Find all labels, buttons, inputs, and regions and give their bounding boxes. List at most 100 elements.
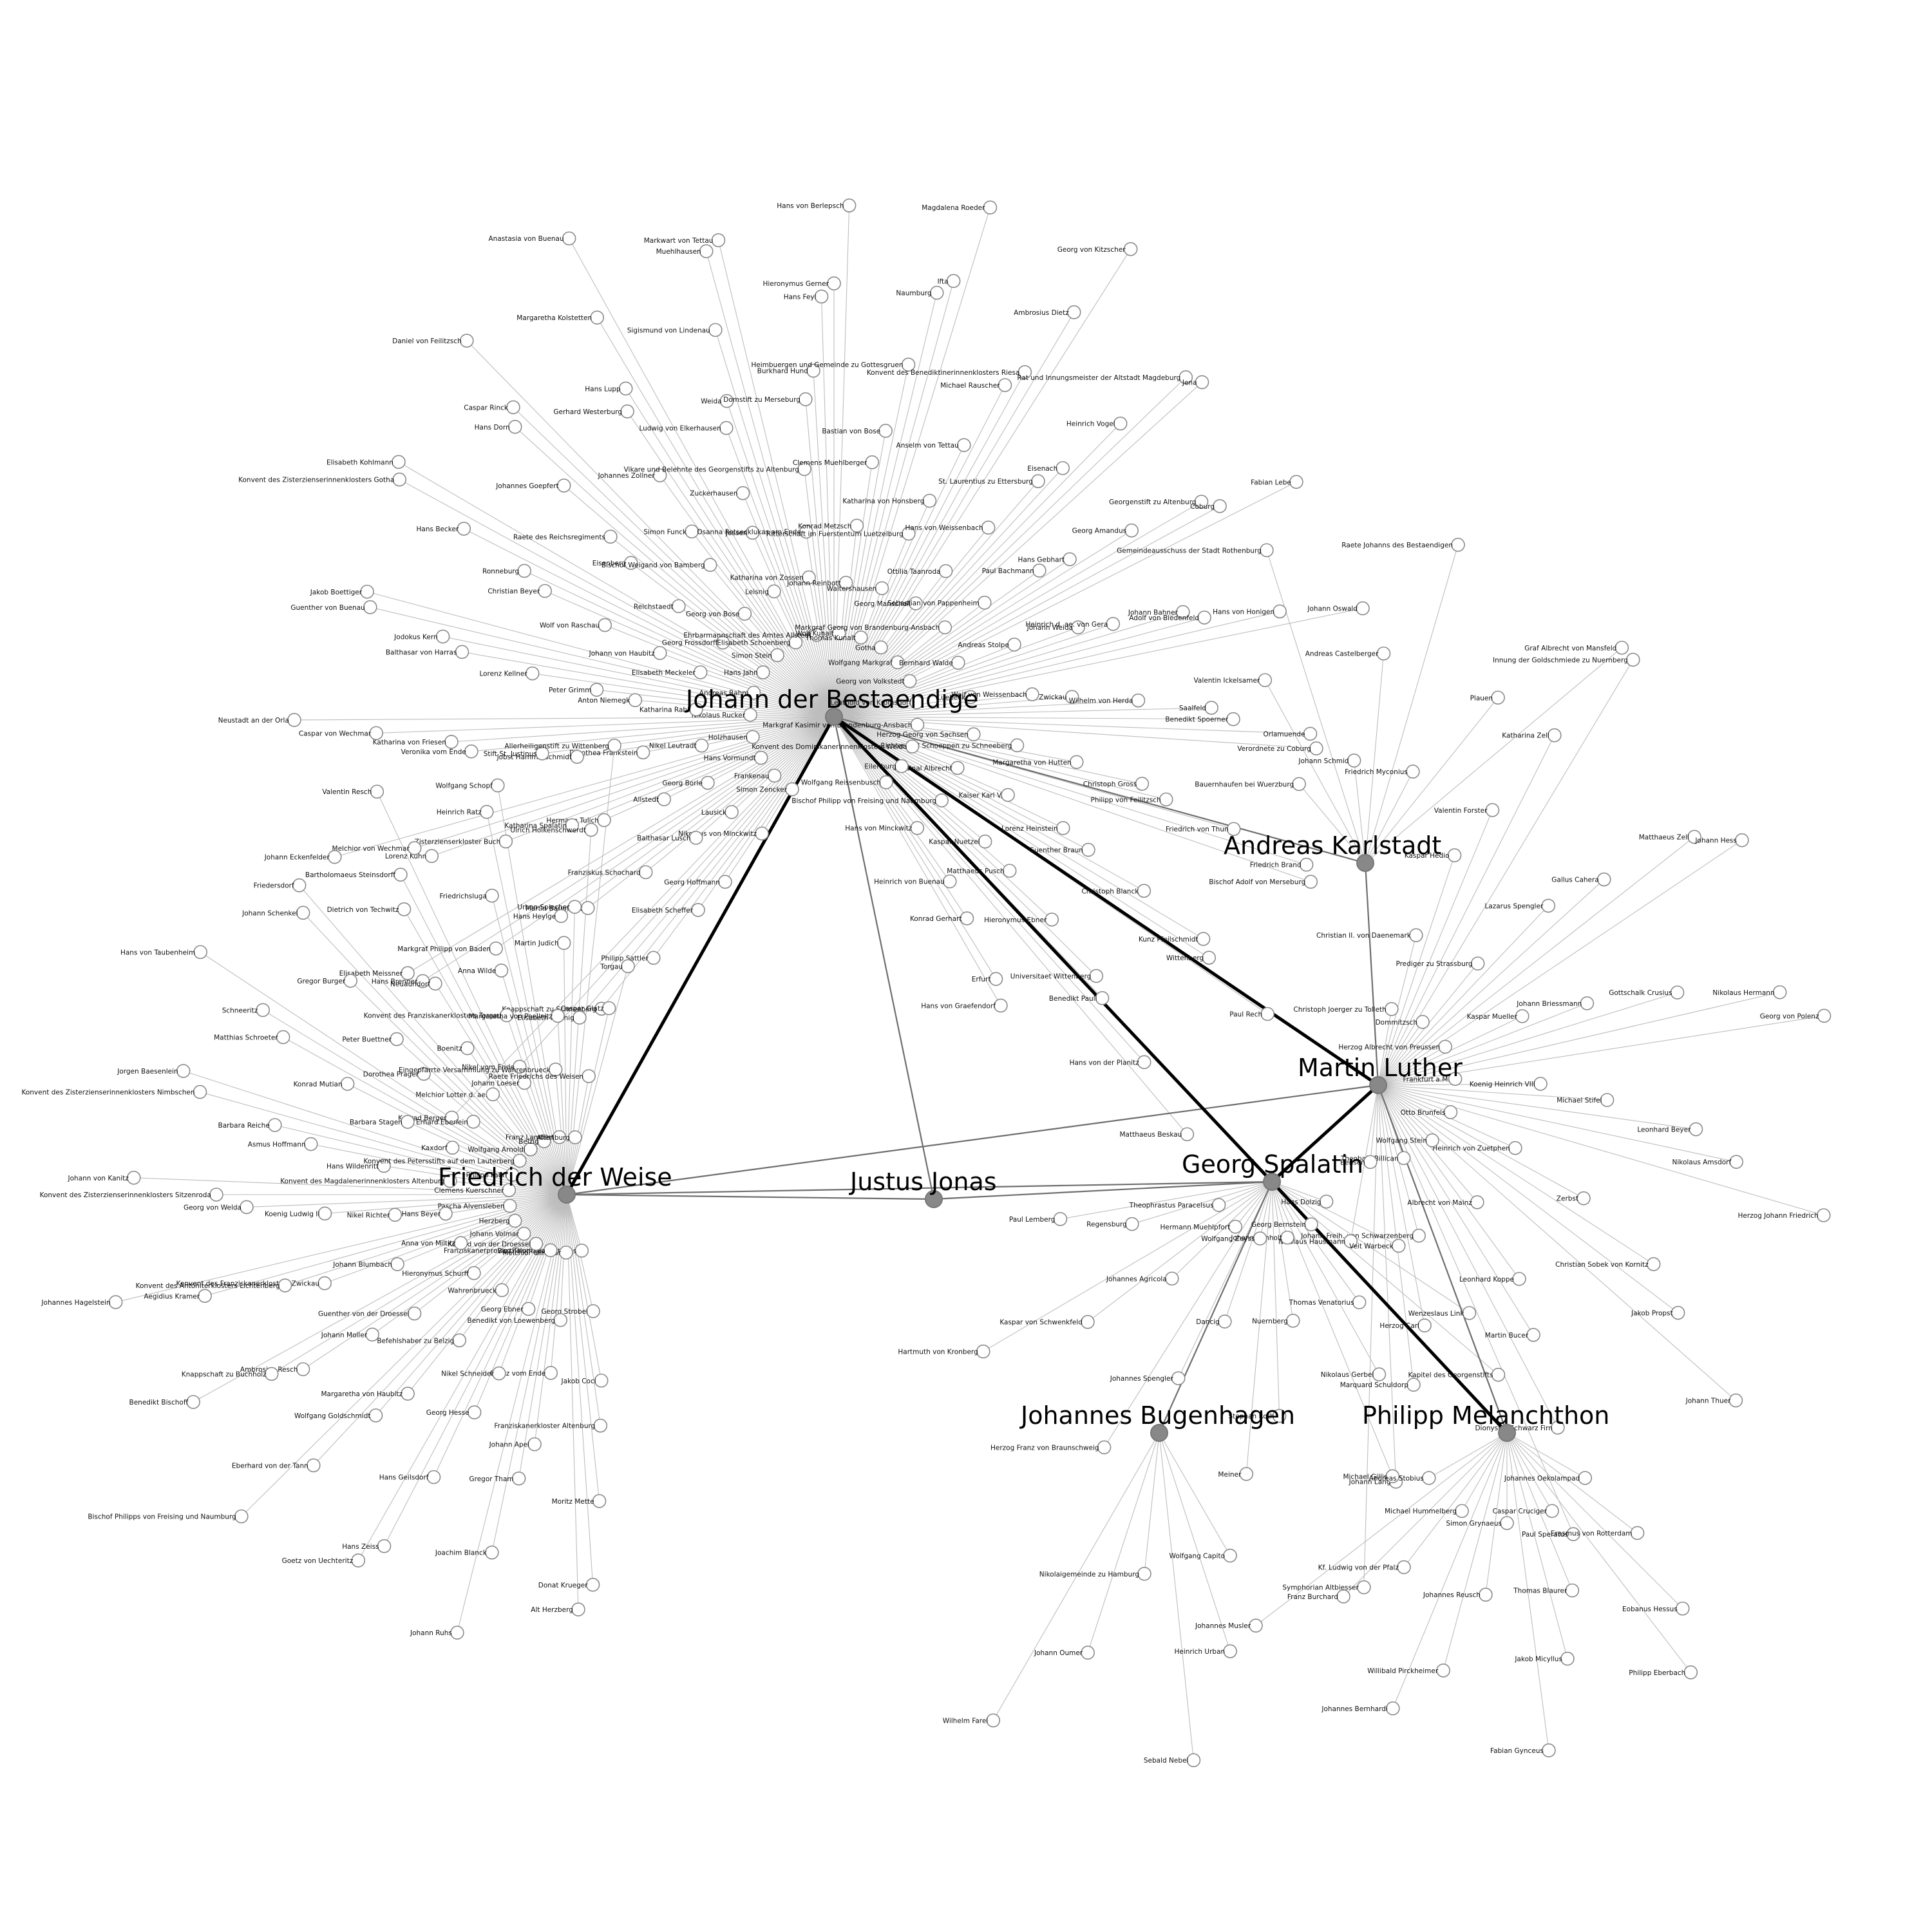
node-ritterschaft-im-fuerstentum-luetzelburg[interactable] — [902, 526, 916, 541]
node-vikare-und-belehnte-des-georgenstifts-zu-altenburg[interactable] — [797, 462, 811, 477]
node-konvent-des-franziskanerklosters-zwickau[interactable] — [317, 1276, 332, 1291]
node-koenig-heinrich-viii[interactable] — [1533, 1077, 1548, 1091]
node-katharina-spalatin[interactable] — [565, 818, 580, 833]
node-sebald-nebel[interactable] — [1186, 1753, 1201, 1768]
node-franziskanerkloster-altenburg[interactable] — [593, 1418, 608, 1433]
node-franziskanerprovinz-thuringia[interactable] — [543, 1243, 558, 1258]
node-johannes-spengler[interactable] — [1171, 1371, 1186, 1385]
node-allstedt[interactable] — [657, 792, 671, 806]
node-johannes-hagelstein[interactable] — [108, 1295, 123, 1309]
node-michael-stifel[interactable] — [1600, 1093, 1615, 1107]
node-kaxdorf[interactable] — [445, 1141, 460, 1155]
node-stift-st-justinus[interactable] — [535, 746, 549, 761]
node-johannes-zollner[interactable] — [652, 468, 667, 482]
node-christian-beyer[interactable] — [538, 583, 552, 598]
node-balthasar-lusch[interactable] — [688, 831, 703, 845]
node-kaspar-von-schwenkfeld[interactable] — [1081, 1314, 1095, 1329]
node-zisterzienserkloster-buch[interactable] — [498, 834, 513, 849]
node-eberhard-von-der-tann[interactable] — [306, 1458, 321, 1473]
node-barbara-reiche[interactable] — [267, 1118, 282, 1132]
node-wilhelm-farel[interactable] — [986, 1713, 1001, 1728]
node-ronneburg[interactable] — [517, 564, 531, 578]
node-goetz-von-uechteritz[interactable] — [351, 1553, 366, 1567]
node-alt-herzberg[interactable] — [571, 1602, 585, 1616]
node-friedrich-von-thun[interactable] — [1226, 822, 1241, 837]
node-johann-apel[interactable] — [527, 1437, 542, 1452]
node-raete-friedrichs-des-weisen[interactable] — [582, 1069, 596, 1083]
node-andreas-stolpe[interactable] — [1007, 638, 1021, 652]
node-konvent-des-magdalenerinnenklosters-altenburg[interactable] — [443, 1173, 457, 1188]
node-martin-baumgart[interactable] — [580, 901, 595, 915]
node-gottschalk-crusius[interactable] — [1670, 985, 1685, 999]
hub-node-jdb[interactable] — [825, 708, 843, 726]
node-regensburg[interactable] — [1125, 1217, 1139, 1231]
node-katharina-von-zossen[interactable] — [802, 570, 816, 585]
node-caspar-glatz[interactable] — [601, 1001, 616, 1016]
node-christian-sobek-von-kornitz[interactable] — [1646, 1257, 1661, 1271]
node-eobanus-hessus[interactable] — [1675, 1601, 1690, 1616]
node-albrecht-von-mainz[interactable] — [1470, 1195, 1484, 1209]
node-caspar-cruciger[interactable] — [1545, 1504, 1559, 1519]
node-andreas-castelberger[interactable] — [1376, 646, 1391, 661]
node-thomas-kunalt[interactable] — [853, 630, 868, 645]
node-wilhelm-von-herda[interactable] — [1131, 693, 1146, 708]
node-lorenz-kellner[interactable] — [525, 666, 540, 681]
node-dancig[interactable] — [1218, 1314, 1232, 1329]
node-belzig[interactable] — [537, 1134, 551, 1148]
node-kapitel-des-georgenstifts[interactable] — [1491, 1367, 1506, 1382]
node-hans-geilsdorf[interactable] — [426, 1470, 441, 1484]
node-hans-von-der-planitz[interactable] — [1137, 1055, 1151, 1070]
node-torgau[interactable] — [621, 959, 635, 974]
node-konrad-berger[interactable] — [444, 1110, 459, 1125]
node-eilenburg[interactable] — [895, 759, 909, 773]
node-johannes-reusch[interactable] — [1479, 1587, 1493, 1602]
node-nikolaigemeinde-zu-hamburg[interactable] — [1137, 1566, 1151, 1581]
node-johann-weida[interactable] — [1071, 620, 1085, 634]
node-katharina-zell[interactable] — [1547, 728, 1562, 743]
node-anton-niemegk[interactable] — [628, 693, 643, 708]
node-nikolaus-rucker[interactable] — [743, 708, 757, 722]
node-matthaeus-zell[interactable] — [1687, 829, 1701, 844]
node-johann-ruhs[interactable] — [450, 1625, 464, 1640]
node-raete-des-reichsregiments[interactable] — [603, 529, 618, 544]
node-friedrich-myconius[interactable] — [1406, 764, 1420, 779]
node-paul-rech[interactable] — [1260, 1007, 1275, 1021]
node-johannes-agricola[interactable] — [1164, 1271, 1179, 1286]
node-kaiser-karl-v[interactable] — [1001, 788, 1015, 802]
node-hieronymus-gerner[interactable] — [827, 276, 841, 290]
node-nikel-vom-ende[interactable] — [513, 1059, 527, 1074]
node-hans-beyer[interactable] — [439, 1206, 453, 1221]
node-markgraf-kasimir-von-brandenburg-ansbach[interactable] — [910, 717, 925, 732]
node-jakob-propst[interactable] — [1671, 1305, 1685, 1320]
node-hieronymus-schurff[interactable] — [467, 1266, 481, 1280]
node-benedikt-spoerner[interactable] — [1226, 712, 1240, 726]
node-ehrbarmannschaft-des-amtes-allstedt[interactable] — [810, 628, 824, 642]
node-benedikt-bischoff[interactable] — [186, 1395, 200, 1409]
hub-node-gs[interactable] — [1263, 1173, 1281, 1191]
node-wolfgang-schopf[interactable] — [491, 778, 505, 793]
node-nuernberg[interactable] — [1285, 1314, 1300, 1328]
node-georg-von-polenz[interactable] — [1817, 1009, 1832, 1023]
node-caspar-von-wechmar[interactable] — [369, 726, 383, 741]
node-christoph-gross[interactable] — [1135, 777, 1150, 791]
node-graf-albrecht-von-mansfeld[interactable] — [1615, 640, 1629, 655]
node-herzog-carl[interactable] — [1417, 1318, 1432, 1332]
node-georg-frossdorff[interactable] — [715, 635, 730, 650]
node-hans-gebhart[interactable] — [1063, 552, 1077, 567]
node-hermann-tulich[interactable] — [597, 813, 611, 828]
node-sebastian-von-pappenheim[interactable] — [977, 596, 992, 610]
node-michael-gillis[interactable] — [1385, 1469, 1400, 1484]
node-hans-dorn[interactable] — [507, 419, 522, 434]
node-erfurt[interactable] — [989, 972, 1003, 986]
node-johann-schmid[interactable] — [1347, 753, 1361, 768]
node-bischof-philipps-von-freising-und-naumburg[interactable] — [234, 1509, 249, 1524]
node-christoph-joerger-zu-tolleth[interactable] — [1385, 1002, 1399, 1016]
node-valentin-forster[interactable] — [1485, 803, 1500, 817]
node-georg-von-welda[interactable] — [240, 1200, 254, 1215]
node-fabian-lebe[interactable] — [1289, 475, 1303, 489]
node-ambrosius-dietz[interactable] — [1066, 305, 1081, 319]
node-wolfgang-zeyss[interactable] — [1253, 1231, 1267, 1245]
node-veronika-vom-ende[interactable] — [464, 744, 478, 759]
node-herzog-albrecht-von-preussen[interactable] — [1438, 1039, 1452, 1054]
node-konvent-des-petersstifts-auf-dem-lauterberg[interactable] — [513, 1153, 527, 1168]
